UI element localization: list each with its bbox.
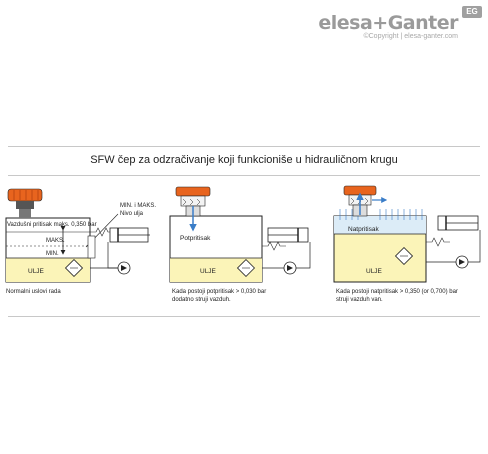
- brand-badge: EG: [462, 6, 482, 18]
- brand-header: elesa+Ganter ©Copyright | elesa-ganter.c…: [318, 12, 458, 40]
- caption-underpressure: Kada postoji potpritisak > 0,030 bar dod…: [172, 288, 266, 304]
- caption-overpressure: Kada postoji natpritisak > 0,350 (or 0,7…: [336, 288, 458, 304]
- ulje-label-1: ULJE: [28, 268, 45, 275]
- diagram-title: SFW čep za odzračivanje koji funkcioniše…: [90, 154, 398, 166]
- air-pressure-label: Vazdušni pritisak maks. 0,350 bar: [7, 222, 97, 228]
- ulje-label-2: ULJE: [200, 268, 217, 275]
- cylinder-icon-3: [437, 215, 479, 231]
- title-divider: [8, 175, 480, 176]
- cylinder-icon-1: [109, 227, 150, 243]
- caption-overpressure-line-1: Kada postoji natpritisak > 0,350 (or 0,7…: [336, 289, 458, 295]
- caption-underpressure-line-1: Kada postoji potpritisak > 0,030 bar: [172, 289, 267, 295]
- cylinder-icon-2: [267, 227, 309, 243]
- brand-logo: elesa+Ganter: [318, 12, 458, 34]
- caption-overpressure-line-2: struji vazduh van.: [336, 297, 383, 303]
- overpressure-label: Natpritisak: [348, 226, 379, 233]
- min-label: MIN.: [46, 251, 59, 257]
- top-divider: [8, 146, 480, 147]
- caption-normal-line-1: Normalni uslovi rada: [6, 289, 61, 295]
- caption-underpressure-line-2: dodatno struji vazduh.: [172, 297, 231, 303]
- filter-icon-1: [64, 258, 84, 278]
- filter-icon-3: [394, 246, 414, 266]
- panel-overpressure: Natpritisak ULJE: [333, 185, 481, 283]
- breather-cap-icon-1: [7, 188, 43, 218]
- brand-copyright: ©Copyright | elesa-ganter.com: [363, 33, 458, 40]
- ulje-label-3: ULJE: [366, 268, 383, 275]
- underpressure-label: Potpritisak: [180, 235, 211, 242]
- bottom-divider: [8, 316, 480, 317]
- filter-icon-2: [236, 258, 256, 278]
- maks-label: MAKS.: [46, 238, 65, 244]
- level-label: Nivo ulja: [120, 211, 144, 217]
- panel-underpressure: Potpritisak ULJE: [169, 186, 311, 283]
- caption-normal: Normalni uslovi rada: [6, 288, 61, 296]
- min-max-label: MIN. i MAKS.: [120, 203, 156, 209]
- panel-normal: Vazdušni pritisak maks. 0,350 bar MAKS. …: [5, 188, 156, 283]
- air-3: [334, 216, 426, 234]
